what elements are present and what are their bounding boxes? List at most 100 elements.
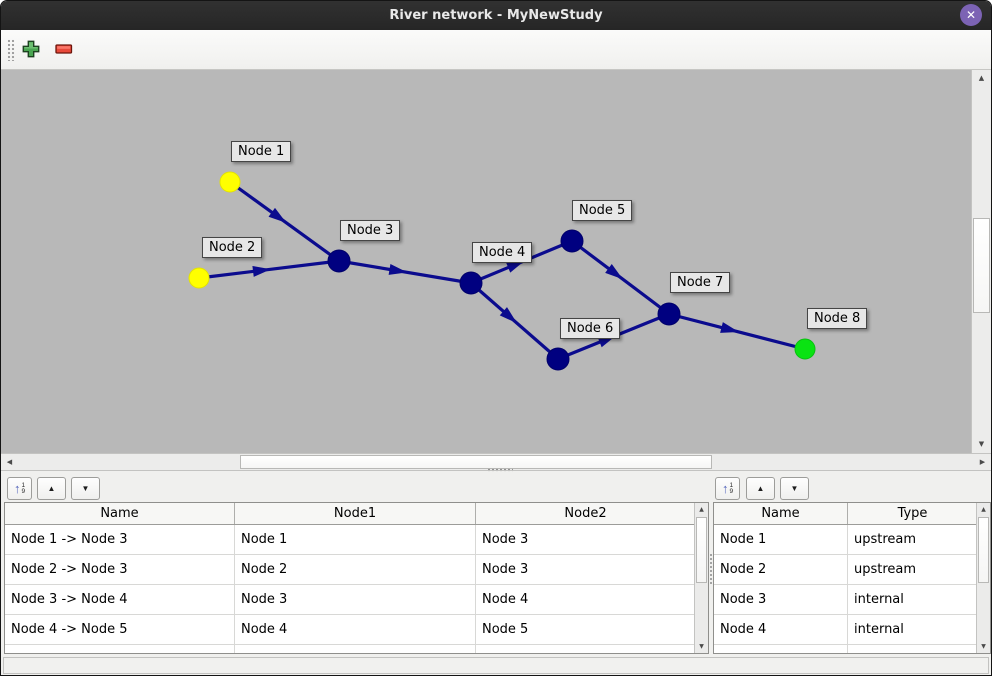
move-node-up-button[interactable]: ▲ [746,477,775,500]
minus-icon [55,42,73,59]
sort-ascending-icon: ↑ 1 9 [13,481,26,496]
node-label-7[interactable]: Node 7 [670,272,731,293]
table-cell[interactable]: Node 3 [714,585,848,614]
table-cell[interactable]: internal [848,615,978,644]
move-node-down-button[interactable]: ▼ [780,477,809,500]
node-label-2[interactable]: Node 2 [202,237,263,258]
sort-nodes-button[interactable]: ↑ 1 9 [715,477,740,500]
table-cell [848,645,978,653]
table-cell[interactable]: upstream [848,525,978,554]
remove-node-button[interactable] [52,38,76,62]
table-cell[interactable]: Node 4 -> Node 5 [5,615,235,644]
node-circle-7[interactable] [657,302,681,326]
node-circle-6[interactable] [546,347,570,371]
scroll-down-arrow-icon[interactable]: ▼ [972,437,991,452]
table-cell[interactable]: upstream [848,555,978,584]
table-cell[interactable]: Node 2 [235,555,476,584]
node-label-6[interactable]: Node 6 [560,318,621,339]
column-header-name[interactable]: Name [714,503,848,524]
scroll-down-arrow-icon[interactable]: ▼ [699,643,704,650]
node-circle-2[interactable] [188,267,210,289]
up-arrow-icon: ▲ [47,484,56,493]
toolbar-grip-handle[interactable] [7,39,15,61]
table-cell[interactable]: Node 3 [476,555,696,584]
status-bar [3,657,989,674]
sort-ascending-icon: ↑ 1 9 [721,481,734,496]
scroll-right-arrow-icon[interactable]: ▶ [975,454,990,470]
table-cell[interactable]: Node 1 [235,525,476,554]
table-cell [714,645,848,653]
column-header-name[interactable]: Name [5,503,235,524]
table-cell[interactable]: Node 5 [476,615,696,644]
scroll-left-arrow-icon[interactable]: ◀ [2,454,17,470]
table-vertical-scrollbar[interactable]: ▲▼ [694,503,708,653]
node-label-4[interactable]: Node 4 [472,242,533,263]
column-header-node1[interactable]: Node1 [235,503,476,524]
up-arrow-icon: ▲ [756,484,765,493]
node-circle-5[interactable] [560,229,584,253]
table-cell[interactable]: Node 2 -> Node 3 [5,555,235,584]
scroll-thumb[interactable] [978,517,989,583]
node-label-5[interactable]: Node 5 [572,200,633,221]
table-cell[interactable]: Node 3 [476,525,696,554]
vertical-scroll-thumb[interactable] [973,218,990,313]
canvas-vertical-scrollbar[interactable]: ▲ ▼ [971,70,991,453]
table-cell[interactable]: internal [848,585,978,614]
table-cell[interactable]: Node 1 -> Node 3 [5,525,235,554]
table-cell[interactable]: Node 2 [714,555,848,584]
scroll-up-arrow-icon[interactable]: ▲ [972,71,991,86]
node-circle-4[interactable] [459,271,483,295]
table-vertical-scrollbar[interactable]: ▲▼ [976,503,990,653]
column-header-type[interactable]: Type [848,503,978,524]
horizontal-scroll-thumb[interactable] [240,455,712,469]
scroll-up-arrow-icon[interactable]: ▲ [981,506,986,513]
table-cell[interactable]: Node 4 [714,615,848,644]
table-cell[interactable]: Node 4 [235,615,476,644]
add-node-button[interactable] [19,38,43,62]
scroll-down-arrow-icon[interactable]: ▼ [981,643,986,650]
edge-direction-arrow-icon [252,265,271,277]
node-label-3[interactable]: Node 3 [340,220,401,241]
table-row-partial [5,645,708,653]
node-circle-1[interactable] [219,171,241,193]
column-header-node2[interactable]: Node2 [476,503,696,524]
panels-splitter-handle[interactable] [709,553,713,585]
edge-direction-arrow-icon [605,264,623,280]
edge-direction-arrow-icon [268,207,287,223]
move-connection-down-button[interactable]: ▼ [71,477,100,500]
table-cell[interactable]: Node 3 [235,585,476,614]
network-canvas[interactable]: Node 1 Node 2 Node 3 Node 4 Node 5 Node 6 Node… [1,70,973,453]
table-row-partial [714,645,990,653]
table-cell[interactable]: Node 4 [476,585,696,614]
move-connection-up-button[interactable]: ▲ [37,477,66,500]
canvas-panel-splitter-handle[interactable] [487,468,513,472]
table-cell[interactable]: Node 3 -> Node 4 [5,585,235,614]
sort-connections-button[interactable]: ↑ 1 9 [7,477,32,500]
edge-direction-arrow-icon [506,260,525,273]
scroll-up-arrow-icon[interactable]: ▲ [699,506,704,513]
close-icon: ✕ [965,8,977,22]
node-circle-8[interactable] [794,338,816,360]
node-label-8[interactable]: Node 8 [807,308,868,329]
table-cell[interactable]: Node 1 [714,525,848,554]
scroll-thumb[interactable] [696,517,707,583]
close-button[interactable]: ✕ [960,4,982,26]
edge-direction-arrow-icon [720,322,739,333]
window-title: River network - MyNewStudy [389,8,603,23]
node-label-1[interactable]: Node 1 [231,141,292,162]
edge-direction-arrow-icon [499,307,517,324]
node-circle-3[interactable] [327,249,351,273]
